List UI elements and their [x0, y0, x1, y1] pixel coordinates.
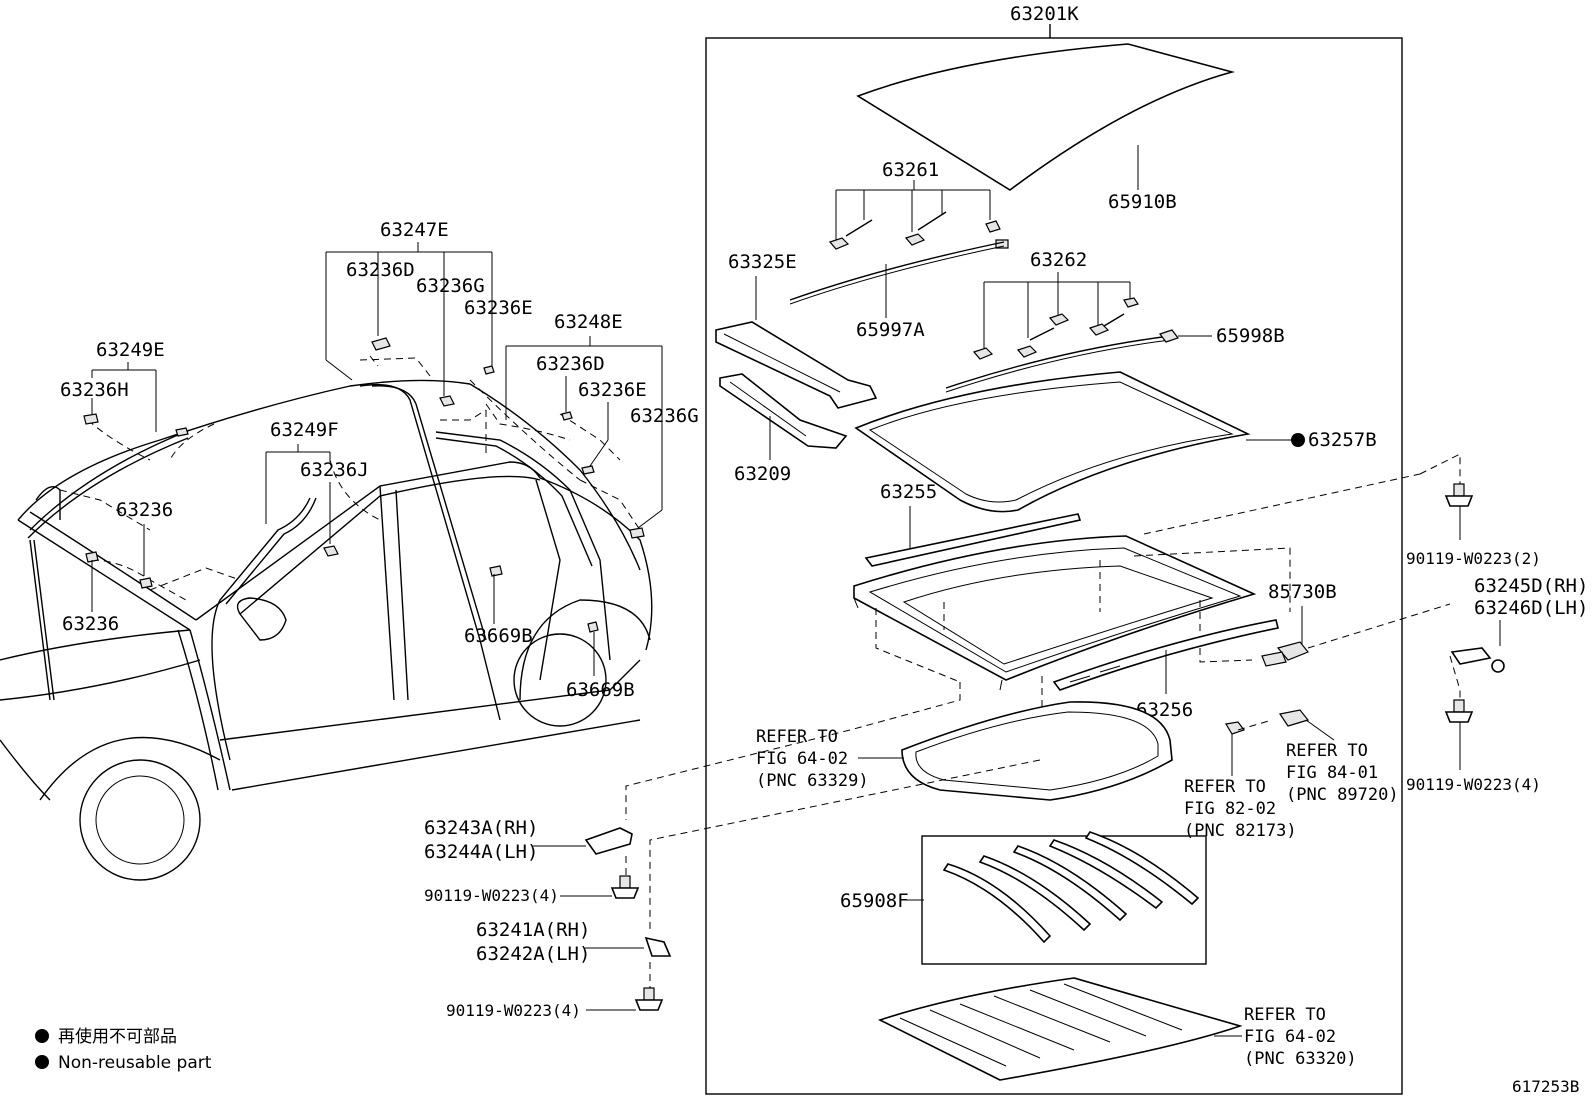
svg-text:(PNC 89720): (PNC 89720)	[1286, 785, 1399, 805]
leader-63262	[983, 272, 1131, 350]
bolt-icon	[634, 987, 664, 1011]
legend-japanese: 再使用不可部品	[58, 1026, 177, 1047]
reference-8202[interactable]: REFER TO FIG 82-02 (PNC 82173)	[1184, 777, 1297, 841]
part-label-63236G-b[interactable]: 63236G	[630, 405, 699, 427]
part-label-63669B-a[interactable]: 63669B	[464, 625, 533, 647]
part-label-65997A[interactable]: 65997A	[856, 319, 925, 341]
part-label-90119-a[interactable]: 90119-W0223(4)	[424, 886, 559, 905]
non-reusable-bullet-icon	[1291, 433, 1305, 447]
leader-63248E	[505, 336, 663, 529]
part-label-63246D[interactable]: 63246D(LH)	[1474, 597, 1588, 619]
figure-id: 617253B	[1512, 1077, 1579, 1096]
part-label-90119-b[interactable]: 90119-W0223(4)	[446, 1001, 581, 1020]
svg-text:FIG 64-02: FIG 64-02	[1244, 1027, 1336, 1047]
motor-connector-85730B	[1261, 641, 1309, 667]
leader-63261	[835, 180, 991, 242]
sensor-clip	[1225, 721, 1245, 735]
part-label-63247E[interactable]: 63247E	[380, 219, 449, 241]
roof-drip-molding	[27, 383, 611, 761]
part-label-63245D[interactable]: 63245D(RH)	[1474, 575, 1588, 597]
part-label-65908F[interactable]: 65908F	[840, 890, 909, 912]
part-label-63255[interactable]: 63255	[880, 481, 937, 503]
wind-deflector-63325E	[715, 321, 878, 409]
part-label-90119-d[interactable]: 90119-W0223(4)	[1406, 775, 1541, 794]
leader-63249F	[265, 444, 331, 544]
part-label-63244A[interactable]: 63244A(LH)	[424, 841, 538, 863]
kit-box-65908F	[921, 835, 1207, 965]
part-label-65998B[interactable]: 65998B	[1216, 325, 1285, 347]
svg-text:REFER TO: REFER TO	[756, 727, 838, 747]
svg-text:REFER TO: REFER TO	[1286, 741, 1368, 761]
bracket-clips-63261	[828, 211, 1009, 250]
part-label-63236H[interactable]: 63236H	[60, 379, 129, 401]
legend-bullet-icon	[35, 1055, 49, 1069]
part-label-63241A[interactable]: 63241A(RH)	[476, 919, 590, 941]
bolt-icon	[610, 875, 640, 899]
svg-text:(PNC 82173): (PNC 82173)	[1184, 821, 1297, 841]
svg-text:FIG 84-01: FIG 84-01	[1286, 763, 1378, 783]
svg-text:REFER TO: REFER TO	[1244, 1005, 1326, 1025]
part-label-63242A[interactable]: 63242A(LH)	[476, 943, 590, 965]
bolt-icon	[1444, 699, 1474, 723]
part-label-63669B-b[interactable]: 63669B	[566, 679, 635, 701]
legend-bullet-icon	[35, 1029, 49, 1043]
part-label-85730B[interactable]: 85730B	[1268, 581, 1337, 603]
svg-text:(PNC 63329): (PNC 63329)	[756, 771, 869, 791]
seal-63209	[719, 373, 848, 449]
part-label-63249E[interactable]: 63249E	[96, 339, 165, 361]
svg-text:FIG 64-02: FIG 64-02	[756, 749, 848, 769]
sunroof-housing-frame	[853, 473, 1421, 691]
part-label-63236-b[interactable]: 63236	[62, 613, 119, 635]
part-label-90119-c[interactable]: 90119-W0223(2)	[1406, 549, 1541, 568]
leader-63247E	[325, 242, 493, 396]
part-label-63236D-b[interactable]: 63236D	[536, 353, 605, 375]
reference-8401[interactable]: REFER TO FIG 84-01 (PNC 89720)	[1286, 741, 1399, 805]
drive-cable-65998B	[945, 335, 1171, 389]
part-label-63236-a[interactable]: 63236	[116, 499, 173, 521]
part-label-63236E-a[interactable]: 63236E	[464, 297, 533, 319]
legend-english: Non-reusable part	[58, 1053, 212, 1073]
part-label-63248E[interactable]: 63248E	[554, 311, 623, 333]
part-label-63325E[interactable]: 63325E	[728, 251, 797, 273]
part-label-63236E-b[interactable]: 63236E	[578, 379, 647, 401]
rail-strip-63255	[864, 513, 1082, 567]
reference-6402-b[interactable]: REFER TO FIG 64-02 (PNC 63320)	[1244, 1005, 1357, 1069]
part-label-63236D-a[interactable]: 63236D	[346, 259, 415, 281]
reference-6402-a[interactable]: REFER TO FIG 64-02 (PNC 63329)	[756, 727, 869, 791]
leader-63249E	[91, 362, 157, 432]
switch-connector	[1279, 709, 1310, 727]
svg-text:FIG 82-02: FIG 82-02	[1184, 799, 1276, 819]
part-label-63209[interactable]: 63209	[734, 463, 791, 485]
hinge-bracket-63241A	[644, 936, 672, 957]
svg-text:(PNC 63320): (PNC 63320)	[1244, 1049, 1357, 1069]
part-label-63249F[interactable]: 63249F	[270, 419, 339, 441]
bracket-clips-63262	[972, 297, 1139, 360]
drive-cable-65997A	[789, 241, 1005, 301]
part-label-63257B[interactable]: 63257B	[1308, 429, 1377, 451]
part-label-65910B[interactable]: 65910B	[1108, 191, 1177, 213]
drip-seal-ring	[901, 701, 1173, 801]
glass-weatherstrip-63257B	[854, 371, 1251, 513]
sunshade-panel	[877, 977, 1243, 1081]
assembly-frame-63201K	[705, 37, 1403, 1095]
sunroof-glass	[856, 43, 1236, 191]
part-label-63236G-a[interactable]: 63236G	[416, 275, 485, 297]
part-label-63243A[interactable]: 63243A(RH)	[424, 817, 538, 839]
hinge-bracket-63245D	[1450, 647, 1505, 673]
svg-text:REFER TO: REFER TO	[1184, 777, 1266, 797]
part-label-63201K[interactable]: 63201K	[1010, 3, 1079, 25]
bolt-icon	[1444, 483, 1474, 507]
part-label-63262[interactable]: 63262	[1030, 249, 1087, 271]
clips-car	[83, 337, 645, 633]
hinge-bracket-63243A	[584, 827, 633, 855]
rail-strips-65908F	[942, 831, 1200, 944]
part-label-63236J[interactable]: 63236J	[300, 459, 369, 481]
part-label-63261[interactable]: 63261	[882, 159, 939, 181]
